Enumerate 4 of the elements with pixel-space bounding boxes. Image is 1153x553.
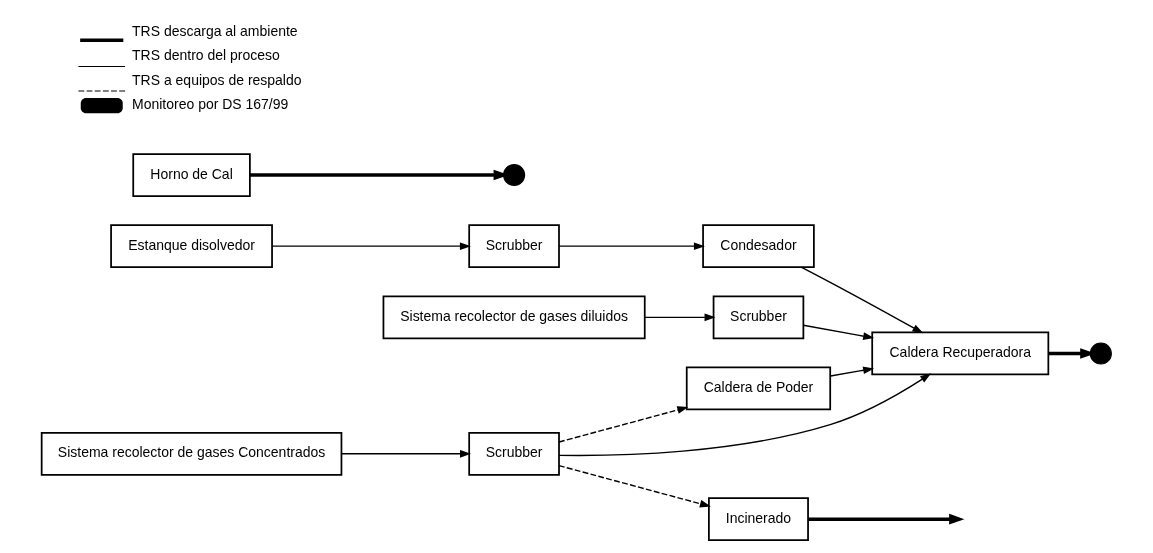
legend-label: TRS dentro del proceso: [132, 47, 280, 64]
legend-label: TRS a equipos de respaldo: [132, 71, 302, 88]
legend-label: Monitoreo por DS 167/99: [132, 96, 289, 113]
legend-label: TRS descarga al ambiente: [132, 22, 298, 39]
